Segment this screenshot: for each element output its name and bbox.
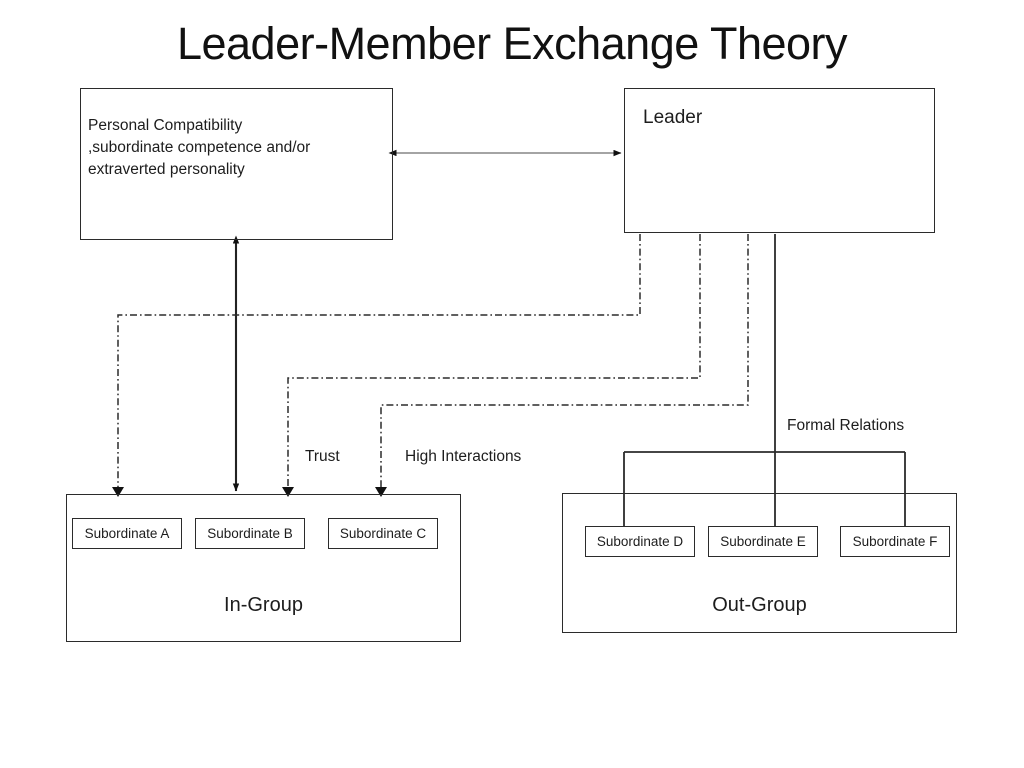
subordinate-f-box: Subordinate F (840, 526, 950, 557)
out-group-label: Out-Group (712, 594, 807, 616)
in-group-box (66, 494, 461, 642)
leader-label: Leader (643, 107, 703, 128)
edge-label-trust: Trust (305, 448, 340, 465)
page-title: Leader-Member Exchange Theory (176, 18, 848, 69)
out-group-box (562, 493, 957, 633)
subordinate-d-box: Subordinate D (585, 526, 695, 557)
subordinate-e-box: Subordinate E (708, 526, 818, 557)
leader-box (624, 88, 935, 233)
edge-leader-ingroup-1 (117, 234, 641, 489)
personal-compatibility-line-2: ,subordinate competence and/or (88, 139, 311, 156)
in-group-label: In-Group (224, 594, 303, 616)
personal-compatibility-box (80, 88, 393, 240)
subordinate-b-box: Subordinate B (195, 518, 305, 549)
edge-label-high-interactions: High Interactions (405, 448, 522, 465)
subordinate-c-box: Subordinate C (328, 518, 438, 549)
edge-label-formal-relations: Formal Relations (787, 417, 905, 434)
personal-compatibility-line-3: extraverted personality (88, 161, 245, 178)
personal-compatibility-text: Personal Compatibility ,subordinate comp… (88, 115, 378, 181)
personal-compatibility-line-1: Personal Compatibility (88, 117, 243, 134)
subordinate-a-box: Subordinate A (72, 518, 182, 549)
